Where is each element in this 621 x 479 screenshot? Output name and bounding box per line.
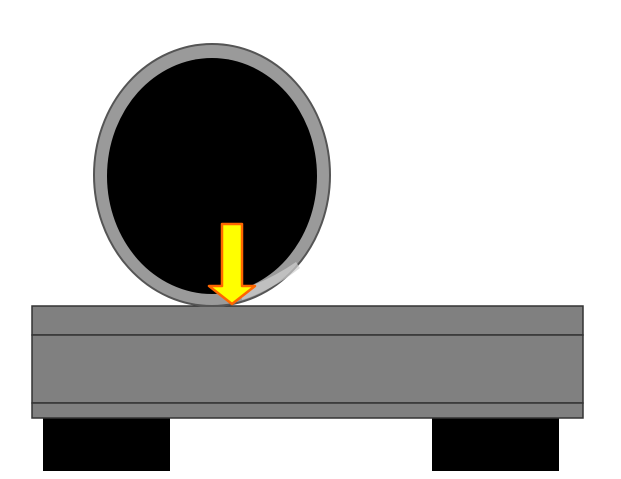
pipe-contact-highlight (240, 262, 300, 300)
support-table (31, 305, 584, 419)
table-top-strip (31, 305, 584, 336)
table-leg-left (43, 418, 170, 471)
table-bottom-strip (31, 402, 584, 419)
pipe-cross-section (93, 43, 331, 307)
table-leg-right (432, 418, 559, 471)
table-middle-band (31, 334, 584, 404)
pipe-interior (107, 58, 317, 294)
load-arrow-icon (207, 222, 257, 306)
table-legs (43, 418, 559, 471)
